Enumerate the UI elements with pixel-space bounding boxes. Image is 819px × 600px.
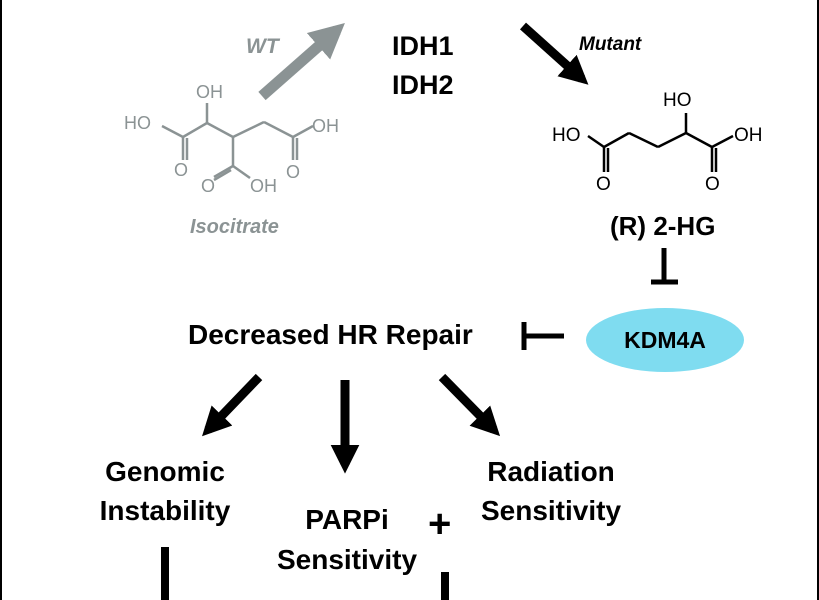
2hg-ho-top: HO <box>663 90 692 111</box>
kdm4a-node: KDM4A <box>586 308 744 372</box>
isocitrate-label: Isocitrate <box>190 216 279 238</box>
kdm4a-inhibition-bar <box>521 322 564 350</box>
enzyme-idh2: IDH2 <box>392 70 454 100</box>
decreased-hr-repair-label: Decreased HR Repair <box>188 319 473 350</box>
mutant-arrow <box>519 22 589 85</box>
2hg-structure <box>587 113 734 172</box>
mutant-label: Mutant <box>579 34 642 55</box>
radiation-sensitivity-line1: Radiation <box>487 456 615 487</box>
genomic-instability-line1: Genomic <box>105 456 225 487</box>
2hg-label: (R) 2-HG <box>610 211 716 241</box>
kdm4a-label: KDM4A <box>624 327 706 353</box>
genomic-instability-line2: Instability <box>99 495 231 526</box>
isocitrate-o-bottom: O <box>201 176 216 196</box>
2hg-ho-left: HO <box>552 125 581 146</box>
isocitrate-o-left: O <box>174 160 189 180</box>
isocitrate-ho-left: HO <box>124 113 151 133</box>
arrow-to-genomic-instability <box>202 373 263 437</box>
2hg-oh-right: OH <box>734 125 763 146</box>
arrow-to-radiation-sensitivity <box>438 373 501 437</box>
isocitrate-oh-bottom: OH <box>250 176 277 196</box>
isocitrate-oh-right: OH <box>312 116 339 136</box>
radiation-sensitivity-line2: Sensitivity <box>480 495 622 526</box>
isocitrate-oh-top: OH <box>196 82 223 102</box>
wt-arrow <box>258 23 345 101</box>
parpi-sensitivity-line2: Sensitivity <box>276 544 418 575</box>
parpi-sensitivity-line1: PARPi <box>305 504 389 535</box>
enzyme-idh1: IDH1 <box>392 31 454 61</box>
2hg-inhibition-bar <box>651 248 678 285</box>
isocitrate-o-right: O <box>286 162 301 182</box>
2hg-o-left: O <box>596 174 611 195</box>
2hg-o-right: O <box>705 174 720 195</box>
combination-plus: + <box>428 502 452 546</box>
isocitrate-structure <box>161 103 314 182</box>
wt-label: WT <box>246 35 279 58</box>
